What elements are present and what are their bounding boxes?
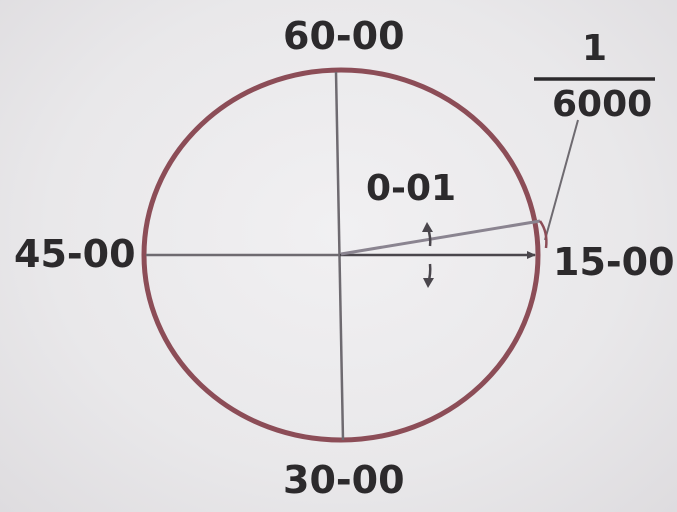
label-bottom-30-00: 30-00 <box>283 458 405 502</box>
label-top-60-00: 60-00 <box>283 14 405 58</box>
label-right-15-00: 15-00 <box>553 240 675 284</box>
angle-arc-upper-head <box>422 222 433 232</box>
fraction-numerator: 1 <box>582 28 608 69</box>
fraction-denominator: 6000 <box>552 84 653 125</box>
circle-outline <box>141 67 541 443</box>
label-angle-0-01: 0-01 <box>366 168 457 209</box>
label-left-45-00: 45-00 <box>14 232 136 276</box>
angle-arc-lower-head <box>423 278 434 288</box>
inclined-ray <box>340 219 541 256</box>
arc-gap-marker <box>538 220 548 249</box>
fraction-leader <box>544 119 579 241</box>
